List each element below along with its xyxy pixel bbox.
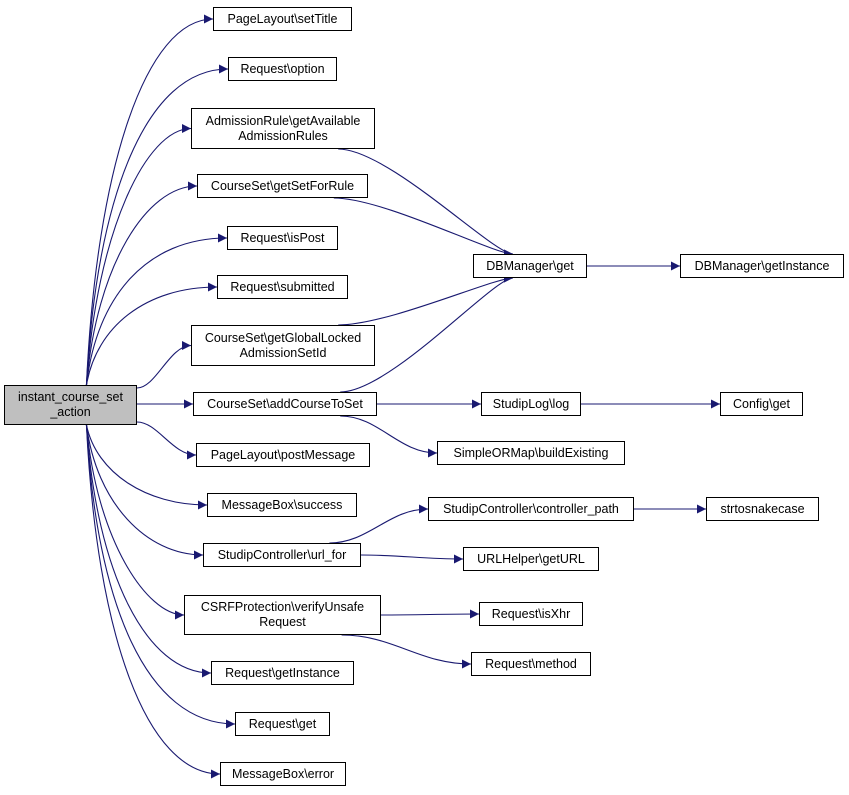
edge-cs-getgloballocked-to-db-get <box>338 273 513 326</box>
node-label-line: StudipController\controller_path <box>443 501 619 516</box>
node-label-line: PageLayout\setTitle <box>227 11 338 26</box>
node-label-line: Request\option <box>240 61 325 76</box>
node-db-get[interactable]: DBManager\get <box>473 254 587 278</box>
node-label-line: Config\get <box>733 396 790 411</box>
node-label-line: instant_course_set <box>18 390 123 404</box>
edge-root-to-req-submitted <box>85 282 218 386</box>
node-label-line: StudipController\url_for <box>217 547 347 562</box>
node-urlh-geturl[interactable]: URLHelper\getURL <box>463 547 599 571</box>
node-label-line: AdmissionRules <box>238 128 328 143</box>
node-req-get[interactable]: Request\get <box>235 712 330 736</box>
node-req-option[interactable]: Request\option <box>228 57 337 81</box>
node-label-line: Request\isXhr <box>491 606 571 621</box>
edge-root-to-pl-postmessage <box>136 421 197 460</box>
node-req-ispost[interactable]: Request\isPost <box>227 226 338 250</box>
node-pl-settitle[interactable]: PageLayout\setTitle <box>213 7 352 31</box>
node-label-line: CSRFProtection\verifyUnsafe <box>200 600 365 614</box>
node-config-get[interactable]: Config\get <box>720 392 803 416</box>
node-label-line: PageLayout\postMessage <box>210 447 356 462</box>
node-cs-getsetforrule[interactable]: CourseSet\getSetForRule <box>197 174 368 198</box>
node-label-line: Request\method <box>485 656 577 671</box>
edge-cs-addcoursetoset-to-sorm-buildexisting <box>340 415 438 458</box>
node-db-getinstance[interactable]: DBManager\getInstance <box>680 254 844 278</box>
node-mb-error[interactable]: MessageBox\error <box>220 762 346 786</box>
edge-sc-urlfor-to-sc-controllerpath <box>329 504 429 544</box>
edge-root-to-mb-success <box>85 424 208 510</box>
node-label-line: Request\submitted <box>230 279 335 294</box>
node-label-line: CourseSet\addCourseToSet <box>207 396 363 411</box>
node-label-line: StudipLog\log <box>492 396 570 411</box>
node-sorm-buildexisting[interactable]: SimpleORMap\buildExisting <box>437 441 625 465</box>
node-req-method[interactable]: Request\method <box>471 652 591 676</box>
edge-ar-getavail-to-db-get <box>338 148 513 259</box>
node-pl-postmessage[interactable]: PageLayout\postMessage <box>196 443 370 467</box>
node-label-line: DBManager\getInstance <box>694 258 830 273</box>
node-label-line: Request <box>259 615 306 629</box>
node-label-line: strtosnakecase <box>720 501 805 516</box>
node-cs-addcoursetoset[interactable]: CourseSet\addCourseToSet <box>193 392 377 416</box>
node-root[interactable]: instant_course_set_action <box>4 385 137 425</box>
node-label-line: _action <box>50 405 91 419</box>
node-sc-controllerpath[interactable]: StudipController\controller_path <box>428 497 634 521</box>
edge-cs-getsetforrule-to-db-get <box>333 197 513 259</box>
node-label-line: Request\getInstance <box>225 665 340 680</box>
edge-root-to-sc-urlfor <box>85 424 204 560</box>
edge-sc-urlfor-to-urlh-geturl <box>360 554 464 564</box>
node-label-line: MessageBox\success <box>221 497 343 512</box>
node-label-line: CourseSet\getGlobalLocked <box>204 330 362 345</box>
edge-root-to-req-option <box>85 64 229 386</box>
edge-cs-addcoursetoset-to-db-get <box>340 273 513 393</box>
edge-root-to-csrf-verify <box>85 424 185 620</box>
edge-root-to-cs-getgloballocked <box>136 341 192 389</box>
node-label-line: Request\isPost <box>240 230 325 245</box>
edge-root-to-req-get <box>85 424 236 729</box>
node-label-line: AdmissionRule\getAvailable <box>205 113 361 128</box>
edge-csrf-verify-to-req-method <box>341 634 472 669</box>
node-label-line: SimpleORMap\buildExisting <box>453 445 609 460</box>
node-label-line: Request\get <box>248 716 317 731</box>
edge-root-to-req-ispost <box>85 233 228 386</box>
node-label-line: DBManager\get <box>486 258 574 273</box>
node-req-submitted[interactable]: Request\submitted <box>217 275 348 299</box>
node-req-isxhr[interactable]: Request\isXhr <box>479 602 583 626</box>
node-label-line: URLHelper\getURL <box>477 551 585 566</box>
node-label-line: MessageBox\error <box>231 766 335 781</box>
node-mb-success[interactable]: MessageBox\success <box>207 493 357 517</box>
edge-root-to-req-getinstance <box>85 424 212 678</box>
edge-csrf-verify-to-req-isxhr <box>380 609 480 619</box>
edge-root-to-mb-error <box>85 424 221 779</box>
node-sl-log[interactable]: StudipLog\log <box>481 392 581 416</box>
node-label-line: CourseSet\getSetForRule <box>210 178 355 193</box>
edge-root-to-cs-getsetforrule <box>85 181 198 386</box>
node-req-getinstance[interactable]: Request\getInstance <box>211 661 354 685</box>
edge-root-to-ar-getavail <box>85 124 192 386</box>
edge-root-to-pl-settitle <box>85 14 214 386</box>
node-sc-urlfor[interactable]: StudipController\url_for <box>203 543 361 567</box>
node-strtosnakecase[interactable]: strtosnakecase <box>706 497 819 521</box>
node-label-line: AdmissionSetId <box>239 345 327 360</box>
